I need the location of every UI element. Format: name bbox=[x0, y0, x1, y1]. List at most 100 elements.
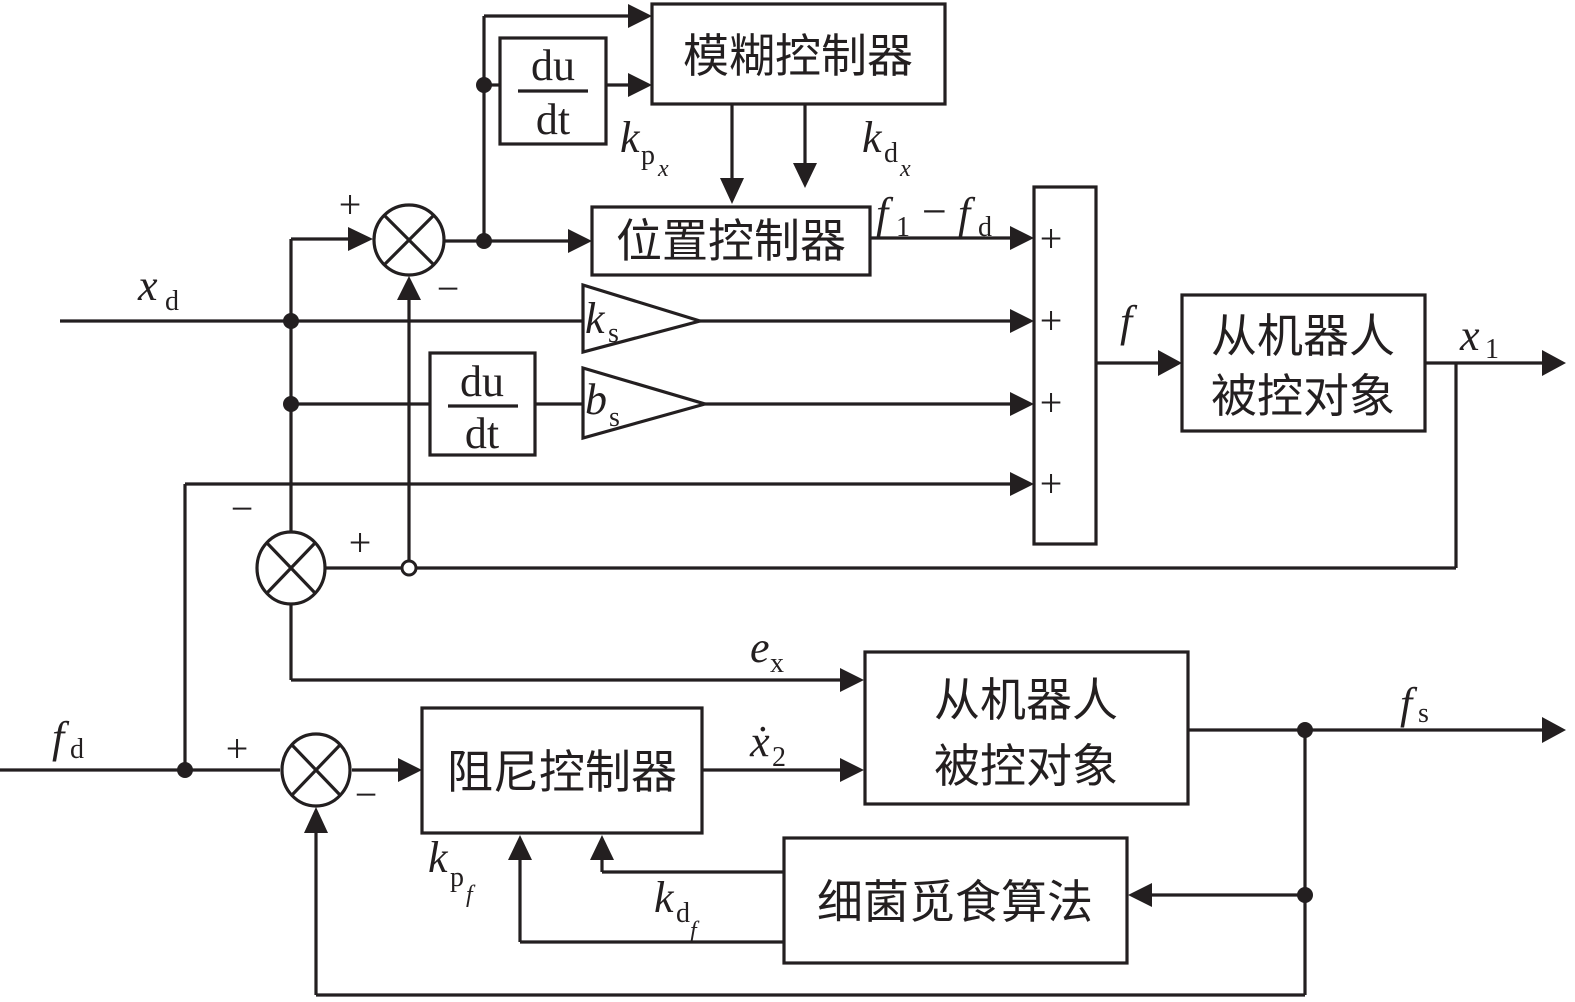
label-kpx: k bbox=[620, 113, 641, 162]
label-kpx-sub: p bbox=[641, 140, 655, 171]
sum-input-sign: + bbox=[1040, 216, 1063, 261]
arrowheads bbox=[304, 4, 1566, 907]
gain-bs: b s bbox=[581, 365, 711, 441]
derivative-block-top: du dt bbox=[498, 36, 608, 146]
slave-robot-plant-top: 从机器人 被控对象 bbox=[1180, 293, 1427, 433]
sign-sum2-minus: − bbox=[231, 486, 254, 531]
damping-controller-label: 阻尼控制器 bbox=[447, 745, 677, 799]
label-fs-sub: s bbox=[1418, 698, 1429, 729]
sum-junction-error bbox=[255, 530, 327, 606]
sum-input-sign: + bbox=[1040, 461, 1063, 506]
sign-sum1-minus: − bbox=[437, 266, 460, 311]
damping-controller-block: 阻尼控制器 bbox=[420, 706, 704, 835]
label-kpf-subsub: f bbox=[466, 882, 476, 908]
plant-bottom-line2: 被控对象 bbox=[934, 739, 1118, 793]
arrow-sum1-minus bbox=[397, 276, 421, 300]
fuzzy-controller-block: 模糊控制器 bbox=[650, 2, 947, 106]
wire-crossover bbox=[400, 559, 418, 577]
arrow-damping bbox=[398, 758, 422, 782]
label-fd2: f bbox=[958, 189, 976, 238]
plant-bottom-line1: 从机器人 bbox=[934, 673, 1118, 727]
label-f1: f bbox=[876, 189, 894, 238]
derivative-block-mid: du dt bbox=[428, 351, 537, 458]
bfo-algorithm-label: 细菌觅食算法 bbox=[817, 875, 1093, 929]
summation-block: + + + + bbox=[1032, 185, 1098, 546]
label-xd-sub: d bbox=[165, 286, 179, 317]
bfo-algorithm-block: 细菌觅食算法 bbox=[782, 836, 1129, 965]
label-minus-op: − bbox=[922, 187, 947, 236]
fuzzy-controller-label: 模糊控制器 bbox=[683, 29, 913, 83]
label-x1: x bbox=[1459, 311, 1480, 360]
junction-dot bbox=[177, 762, 193, 778]
sign-sum3-plus: + bbox=[226, 726, 249, 771]
sign-sum1-plus: + bbox=[339, 182, 362, 227]
label-kpf-sub: p bbox=[450, 862, 464, 893]
sign-labels: + − − + + − bbox=[226, 182, 460, 817]
label-fs: f bbox=[1400, 679, 1418, 728]
label-x1-sub: 1 bbox=[1485, 334, 1499, 365]
gain-bs-symbol: b bbox=[585, 375, 607, 424]
gain-bs-sub: s bbox=[609, 402, 620, 433]
label-f1-sub: 1 bbox=[896, 212, 910, 243]
sum-junction-position bbox=[372, 203, 446, 277]
label-x2dot-sub: 2 bbox=[772, 742, 786, 773]
label-kdf-sub: d bbox=[676, 898, 690, 929]
position-controller-block: 位置控制器 bbox=[590, 205, 872, 277]
plant-top-line2: 被控对象 bbox=[1211, 369, 1395, 423]
sum-junction-force bbox=[280, 732, 352, 808]
arrow-sum-in4 bbox=[1010, 472, 1034, 496]
arrow-x1 bbox=[1542, 350, 1566, 376]
junctions bbox=[177, 77, 1313, 903]
arrow-fuzzy-de bbox=[628, 73, 652, 97]
derivative-numerator: du bbox=[531, 41, 575, 90]
sign-sum2-plus: + bbox=[349, 520, 372, 565]
wires bbox=[0, 14, 1545, 997]
arrow-plant-top bbox=[1158, 350, 1182, 376]
derivative-denominator: dt bbox=[536, 95, 570, 144]
sum-input-sign: + bbox=[1040, 298, 1063, 343]
label-xd: x bbox=[137, 261, 158, 310]
arrow-x2dot bbox=[840, 758, 864, 782]
label-ex-sub: x bbox=[770, 648, 784, 679]
derivative-numerator: du bbox=[460, 357, 504, 406]
sum-input-sign: + bbox=[1040, 380, 1063, 425]
label-kpx-subsub: x bbox=[657, 156, 669, 182]
label-x2dot: ẋ bbox=[749, 717, 770, 766]
plant-top-line1: 从机器人 bbox=[1211, 309, 1395, 363]
arrow-sum1-plus bbox=[348, 227, 373, 251]
label-f: f bbox=[1120, 297, 1138, 346]
gain-ks-symbol: k bbox=[585, 294, 606, 343]
junction-dot bbox=[1297, 722, 1313, 738]
junction-dot bbox=[283, 313, 299, 329]
label-fd2-sub: d bbox=[978, 212, 992, 243]
arrow-ex bbox=[840, 668, 864, 692]
label-kdx-subsub: x bbox=[899, 156, 911, 182]
label-fd-sub: d bbox=[70, 734, 84, 765]
arrow-position bbox=[568, 229, 592, 253]
arrow-sum-in2 bbox=[1010, 309, 1034, 333]
arrow-kdf bbox=[590, 835, 614, 860]
junction-dot bbox=[1297, 887, 1313, 903]
label-kpf: k bbox=[428, 833, 449, 882]
gain-ks: k s bbox=[581, 282, 706, 355]
junction-dot bbox=[283, 396, 299, 412]
derivative-denominator: dt bbox=[465, 409, 499, 458]
junction-dot bbox=[476, 233, 492, 249]
label-kdf: k bbox=[654, 873, 675, 922]
junction-dot bbox=[476, 77, 492, 93]
gain-ks-sub: s bbox=[608, 318, 619, 349]
label-fd: f bbox=[52, 713, 70, 762]
arrow-bfo bbox=[1128, 883, 1152, 907]
arrow-sum3-minus bbox=[304, 807, 328, 833]
arrow-kpf bbox=[508, 835, 532, 860]
arrow-sum-in3 bbox=[1010, 392, 1034, 416]
arrow-kdx bbox=[793, 163, 817, 188]
arrow-fuzzy-e bbox=[628, 4, 652, 28]
label-kdf-subsub: f bbox=[690, 918, 700, 944]
arrow-sum-in1 bbox=[1010, 226, 1034, 250]
arrow-kpx bbox=[720, 178, 744, 204]
label-kdx-sub: d bbox=[884, 138, 898, 169]
slave-robot-plant-bottom: 从机器人 被控对象 bbox=[863, 650, 1190, 806]
label-ex: e bbox=[750, 623, 770, 672]
